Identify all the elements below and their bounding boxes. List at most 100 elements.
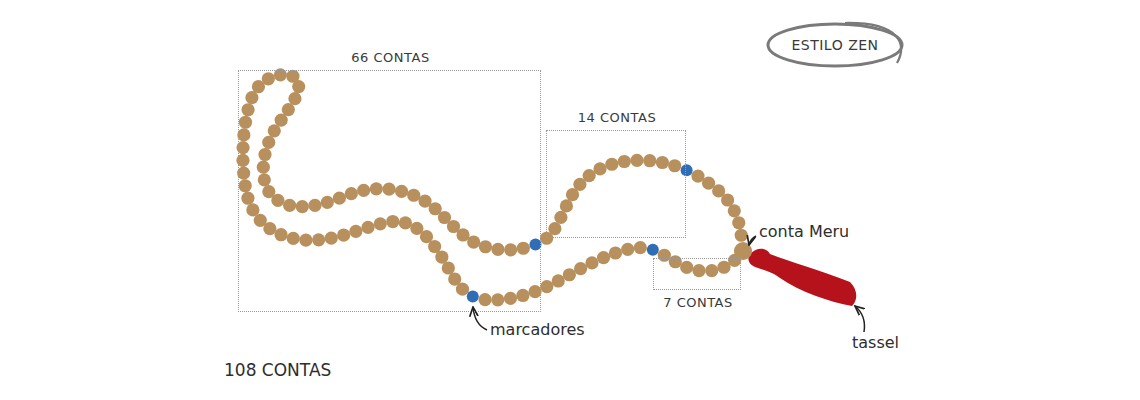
count-label: 7 CONTAS	[663, 295, 733, 310]
bead	[668, 159, 681, 172]
bead	[286, 70, 299, 83]
bead	[680, 261, 693, 274]
bead	[241, 103, 254, 116]
bead	[735, 229, 748, 242]
bead	[732, 216, 745, 229]
bead	[491, 293, 504, 306]
bead	[296, 200, 309, 213]
bead	[563, 268, 576, 281]
bead	[692, 264, 705, 277]
bead	[239, 116, 252, 129]
bead	[528, 285, 541, 298]
bead	[399, 216, 412, 229]
total-label: 108 CONTAS	[224, 360, 331, 380]
bead	[656, 156, 669, 169]
bead	[258, 173, 271, 186]
callout-label: conta Meru	[759, 222, 849, 241]
bead	[308, 199, 321, 212]
bead	[435, 250, 448, 263]
mala-string	[243, 75, 742, 300]
bead	[283, 199, 296, 212]
bead	[361, 221, 374, 234]
count-bracket: 66 CONTAS	[238, 70, 541, 312]
bead	[554, 211, 567, 224]
bead	[597, 251, 610, 264]
bead	[504, 292, 517, 305]
bead	[605, 158, 618, 171]
tassel	[748, 249, 856, 306]
beads	[236, 68, 747, 306]
count-bracket: 14 CONTAS	[546, 130, 686, 238]
bead	[333, 192, 346, 205]
bead	[299, 233, 312, 246]
marker-bead	[467, 291, 479, 303]
bead	[237, 167, 250, 180]
bead	[517, 242, 530, 255]
bead	[345, 187, 358, 200]
bead	[287, 232, 300, 245]
bead	[478, 293, 491, 306]
bead	[349, 225, 362, 238]
callout-label: tassel	[852, 333, 899, 352]
bead	[491, 243, 504, 256]
leader-arrow	[473, 307, 487, 330]
bead	[237, 128, 250, 141]
bead	[262, 185, 275, 198]
bead	[357, 184, 370, 197]
bead	[552, 274, 565, 287]
callout-label: marcadores	[490, 320, 585, 339]
marker-bead	[529, 238, 541, 250]
bead	[658, 249, 671, 262]
oval-stroke	[768, 24, 902, 66]
bead	[630, 154, 643, 167]
bead	[241, 192, 254, 205]
bead	[245, 91, 258, 104]
leader-arrow	[855, 306, 865, 332]
bead	[418, 194, 431, 207]
bead	[274, 228, 287, 241]
bead	[504, 243, 517, 256]
bead	[321, 196, 334, 209]
bead	[258, 148, 271, 161]
bead	[325, 231, 338, 244]
bead	[395, 185, 408, 198]
bead	[634, 241, 647, 254]
marker-bead	[647, 244, 659, 256]
bead	[262, 136, 275, 149]
bead	[609, 246, 622, 259]
bead	[382, 183, 395, 196]
leader-arrow	[749, 236, 756, 245]
bead	[442, 261, 455, 274]
bead	[705, 264, 718, 277]
bead	[374, 217, 387, 230]
bead	[643, 154, 656, 167]
count-label: ESTILO ZEN	[791, 37, 878, 53]
count-label: 66 CONTAS	[351, 50, 429, 65]
bead	[574, 262, 587, 275]
bead	[407, 189, 420, 202]
bead	[479, 240, 492, 253]
bead	[370, 182, 383, 195]
bead	[566, 188, 579, 201]
bead	[516, 289, 529, 302]
count-bracket: 7 CONTAS	[653, 258, 741, 290]
bead	[691, 169, 704, 182]
bead	[263, 222, 276, 235]
bead	[239, 179, 252, 192]
bead	[386, 215, 399, 228]
style-badge: ESTILO ZEN	[765, 21, 905, 69]
bead	[288, 92, 301, 105]
bead	[456, 283, 469, 296]
bead	[621, 243, 634, 256]
bead	[585, 256, 598, 269]
count-label: 14 CONTAS	[578, 110, 656, 125]
bead	[312, 233, 325, 246]
bead	[540, 280, 553, 293]
bead	[337, 228, 350, 241]
bead	[257, 161, 270, 174]
marker-bead	[681, 164, 693, 176]
bead	[618, 155, 631, 168]
bead	[560, 199, 573, 212]
